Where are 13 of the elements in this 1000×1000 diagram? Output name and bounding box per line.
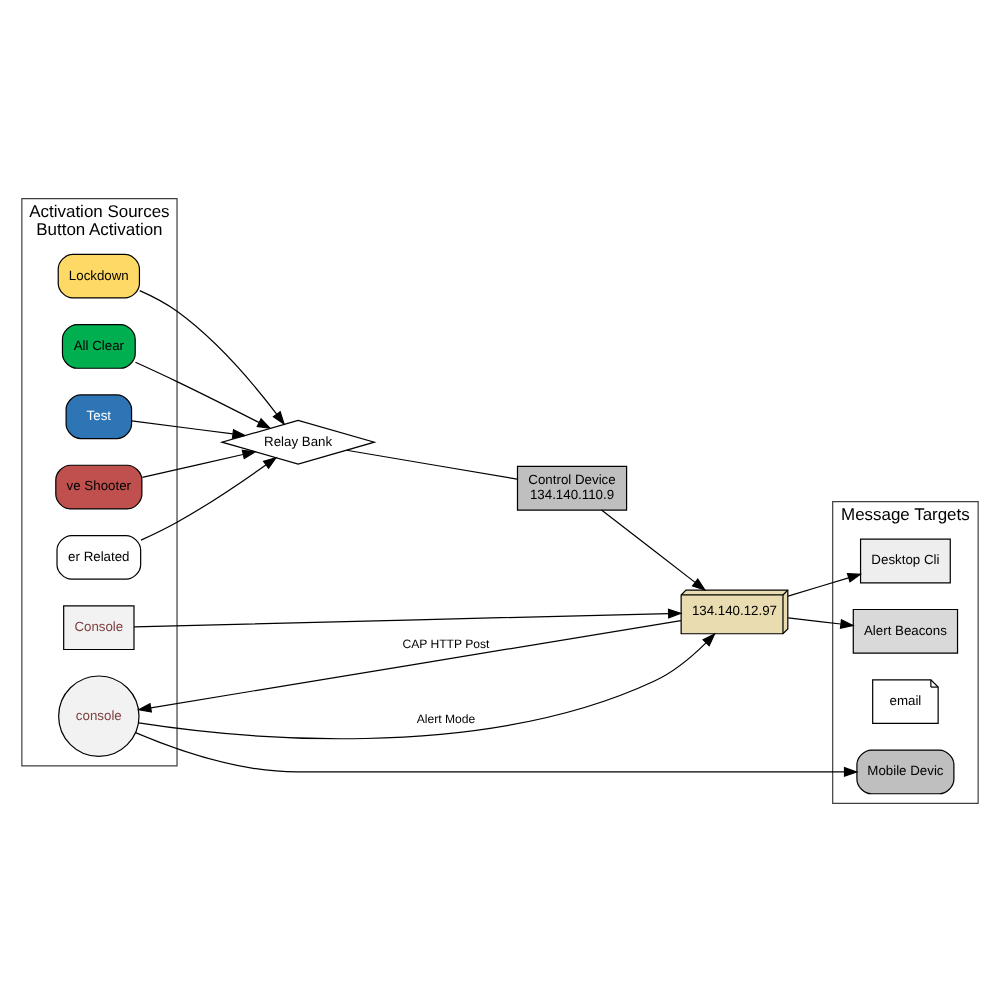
- connector: [346, 448, 518, 479]
- arrow: [141, 448, 257, 478]
- arrow: [139, 289, 286, 425]
- arrow: [134, 731, 859, 777]
- arrow: [131, 419, 247, 438]
- arrow: [134, 360, 272, 428]
- arrow: [787, 616, 855, 629]
- arrow: [787, 572, 863, 596]
- arrow: [136, 618, 682, 712]
- arrow: [140, 455, 278, 540]
- arrow: [600, 508, 707, 591]
- arrow: [138, 631, 716, 739]
- arrow: [133, 607, 683, 627]
